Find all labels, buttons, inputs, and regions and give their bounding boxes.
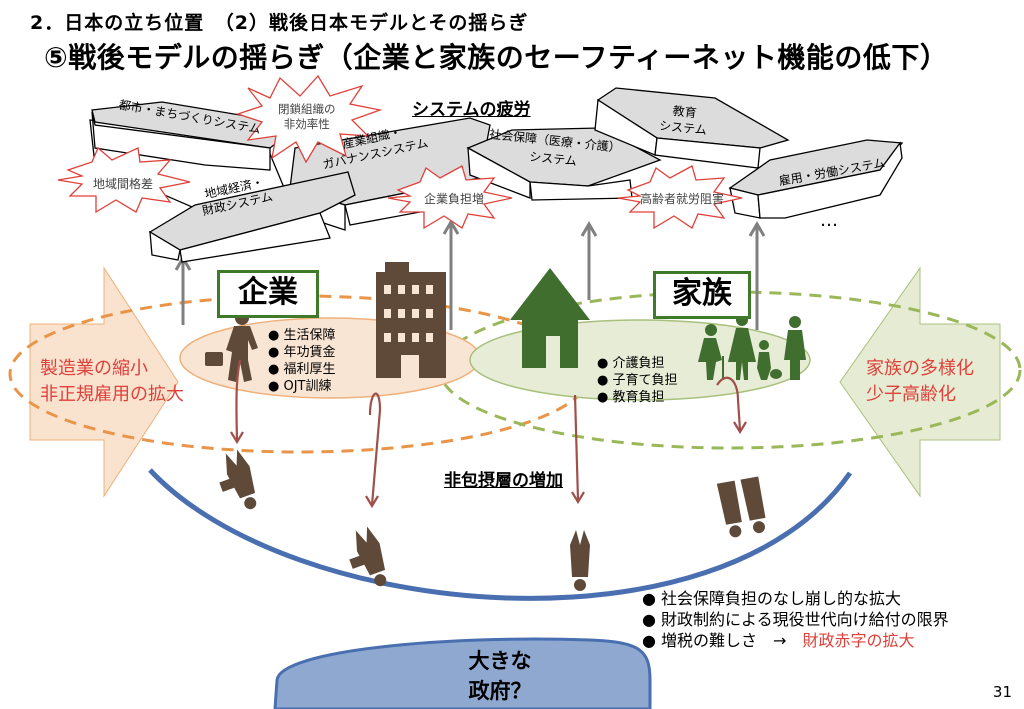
page-number: 31 <box>992 683 1012 701</box>
left-pressure-line: 製造業の縮小 <box>40 358 148 379</box>
falling-family-icon <box>716 476 766 538</box>
problem-corporate-burden: 企業負担増 <box>424 192 485 206</box>
system-block-regional <box>148 171 356 263</box>
system-block-employment <box>728 139 904 219</box>
section-title: 2．日本の立ち位置 （2）戦後日本モデルとその揺らぎ <box>30 12 529 34</box>
fall-arrows <box>230 359 747 509</box>
consequence-bullet: 社会保障負担のなし崩し的な拡大 <box>642 588 949 609</box>
more-systems-ellipsis: … <box>820 210 838 231</box>
falling-businessman-icon-2 <box>349 526 387 587</box>
system-label-education: 教育 システム <box>658 103 708 138</box>
falling-elderly-icon <box>570 530 590 591</box>
right-pressure-line: 少子高齢化 <box>866 384 956 405</box>
system-block-education <box>594 87 790 169</box>
company-bullets: 生活保障 年功賃金 福利厚生 OJT訓練 <box>268 327 336 395</box>
office-building-icon <box>376 262 446 378</box>
burst-elderly-employment <box>617 165 743 230</box>
problem-closed-org: 閉鎖組織の 非効率性 <box>278 102 336 131</box>
falling-businessman-icon-1 <box>219 449 257 510</box>
left-pressure-arrow <box>29 266 179 498</box>
upward-arrows <box>174 219 766 330</box>
burst-closed-org <box>235 74 383 164</box>
slide-title: ⑤戦後モデルの揺らぎ（企業と家族のセーフティーネット機能の低下） <box>44 41 949 74</box>
house-icon <box>510 268 590 368</box>
company-bullet: OJT訓練 <box>268 378 336 395</box>
company-bullet: 福利厚生 <box>268 361 335 378</box>
family-bullet: 子育て負担 <box>597 372 677 389</box>
system-fatigue-heading: システムの疲労 <box>412 100 531 120</box>
consequence-bullet: 財政制約による現役世代向け給付の限界 <box>642 609 949 630</box>
burst-regional-gap <box>57 146 191 214</box>
consequence-bullet: 増税の難しさ → 財政赤字の拡大 <box>642 630 949 651</box>
big-government-dome <box>273 637 652 709</box>
family-bullet: 介護負担 <box>597 355 678 372</box>
government-label: 大きな 政府？ <box>420 646 580 706</box>
falling-people <box>219 449 766 591</box>
government-line: 政府？ <box>468 679 532 703</box>
company-bullet: 生活保障 <box>268 327 335 344</box>
right-pressure-text: 家族の多様化 少子高齢化 <box>866 356 974 408</box>
company-bullet: 年功賃金 <box>268 344 335 361</box>
family-bullet: 教育負担 <box>597 389 678 406</box>
problem-bursts <box>57 74 743 230</box>
company-label: 企業 <box>217 270 319 318</box>
safety-net-curve <box>148 468 853 601</box>
government-line: 大きな <box>468 649 532 673</box>
right-pressure-line: 家族の多様化 <box>866 358 974 379</box>
problem-elderly-employment: 高齢者就労阻害 <box>640 192 725 206</box>
family-group-icon <box>698 314 806 380</box>
consequence-bullets: 社会保障負担のなし崩し的な拡大 財政制約による現役世代向け給付の限界 増税の難し… <box>642 588 949 651</box>
system-block-social-security <box>466 127 662 201</box>
right-pressure-arrow <box>839 266 1001 498</box>
family-bullets: 介護負担 子育て負担 教育負担 <box>597 355 678 406</box>
left-pressure-text: 製造業の縮小 非正規雇用の拡大 <box>40 356 184 408</box>
family-label: 家族 <box>653 271 751 319</box>
burst-corporate-burden <box>387 165 513 230</box>
left-pressure-line: 非正規雇用の拡大 <box>40 384 184 405</box>
problem-regional-gap: 地域間格差 <box>93 177 154 191</box>
exclusion-heading: 非包摂層の増加 <box>444 471 563 491</box>
